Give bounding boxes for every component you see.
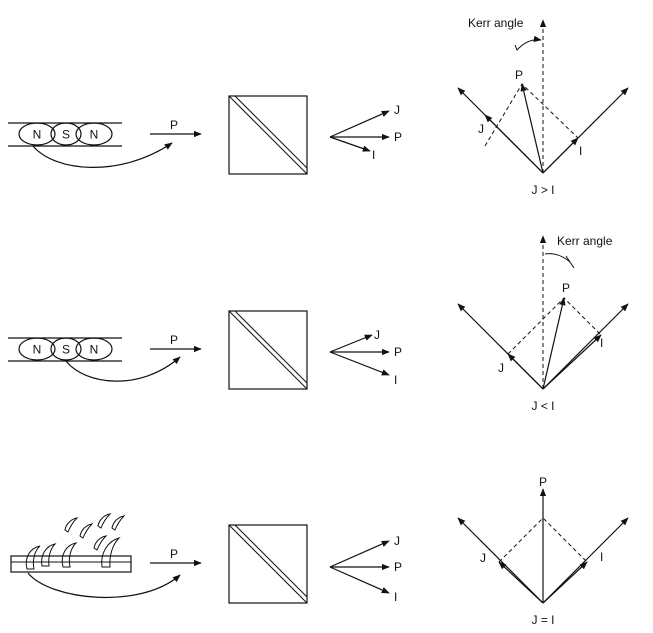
magnet-pole-n2: N (90, 343, 99, 357)
split-label-p: P (394, 560, 402, 574)
magnet-sample-1: N S N (8, 122, 122, 147)
split-arrow-i (329, 566, 390, 594)
magnet-pole-n1: N (33, 128, 42, 142)
row-3: P J P I P J I J = I (10, 475, 629, 627)
kerr-angle-label: Kerr angle (468, 16, 524, 30)
beam-splitter-1 (228, 95, 308, 175)
condition-label: J = I (531, 613, 554, 627)
vector-label-i: I (600, 336, 603, 350)
kerr-angle-label: Kerr angle (557, 234, 613, 248)
beam-label: P (170, 333, 178, 347)
magnet-pole-s: S (62, 128, 70, 142)
vector-label-p: P (539, 475, 547, 489)
split-label-i: I (372, 148, 375, 162)
vector-diagram-1: Kerr angle P J I J > I (457, 16, 629, 197)
split-arrow-j (329, 540, 390, 568)
split-arrow-i (329, 351, 390, 376)
condition-label: J > I (531, 183, 554, 197)
split-label-p: P (394, 130, 402, 144)
sputtered-sample (10, 513, 132, 573)
vector-diagram-2: Kerr angle P J I J < I (457, 234, 629, 413)
vector-label-p: P (562, 281, 570, 295)
vector-label-j: J (478, 122, 484, 136)
beam-splitter-2 (228, 310, 308, 390)
vector-label-i: I (579, 144, 582, 158)
beam-label: P (170, 118, 178, 132)
magnet-sample-2: N S N (8, 337, 122, 362)
vector-label-i: I (600, 550, 603, 564)
vector-diagram-3: P J I J = I (457, 475, 629, 627)
vector-label-p: P (515, 68, 523, 82)
condition-label: J < I (531, 399, 554, 413)
split-label-p: P (394, 345, 402, 359)
magnet-pole-n2: N (90, 128, 99, 142)
beam-splitter-3 (228, 524, 308, 604)
split-arrow-i (329, 136, 371, 152)
vector-label-j: J (498, 361, 504, 375)
magnet-pole-s: S (62, 343, 70, 357)
split-label-j: J (374, 328, 380, 342)
reflected-beam-curve (65, 356, 181, 382)
reflected-beam-curve (27, 572, 181, 599)
split-label-i: I (394, 373, 397, 387)
row-1: N S N P J P I Kerr angle (8, 16, 629, 197)
reflected-beam-curve (32, 142, 173, 168)
magnet-pole-n1: N (33, 343, 42, 357)
split-arrow-j (329, 110, 390, 138)
split-label-j: J (394, 103, 400, 117)
vector-label-j: J (480, 551, 486, 565)
split-label-i: I (394, 590, 397, 604)
split-label-j: J (394, 534, 400, 548)
row-2: N S N P J P I Kerr angle P (8, 234, 629, 413)
split-arrow-j (329, 334, 373, 353)
beam-label: P (170, 547, 178, 561)
